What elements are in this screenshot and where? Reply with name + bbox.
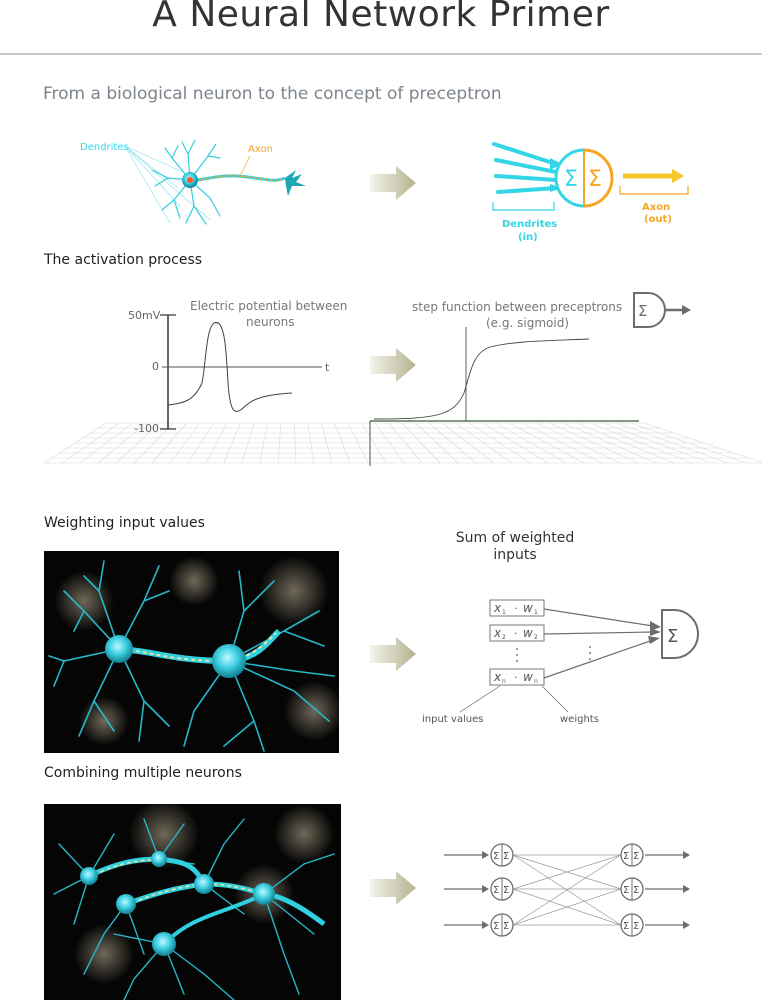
step-label-line2: (e.g. sigmoid) [486, 316, 569, 330]
input-values-label: input values [422, 714, 483, 725]
multiply-dot: · [514, 602, 518, 615]
dendrites-label: Dendrites [80, 142, 129, 153]
network-arrow [444, 921, 489, 929]
y-label-bottom: -100 [134, 422, 159, 435]
y-label-zero: 0 [152, 360, 159, 373]
svg-text:Σ: Σ [493, 851, 499, 862]
neuron-photo-pair [44, 551, 339, 753]
sum-node [661, 609, 699, 659]
svg-text:Σ: Σ [493, 885, 499, 896]
activation-heading: The activation process [44, 252, 203, 268]
network-arrow [645, 851, 690, 859]
potential-label-line1: Electric potential between [190, 299, 347, 313]
svg-text:Σ: Σ [638, 302, 647, 320]
weight-w-subscript: 1 [534, 609, 538, 616]
perceptron-axon-sub: (out) [644, 214, 672, 225]
sigma-activation: Σ [588, 167, 602, 192]
page-subtitle: From a biological neuron to the concept … [43, 84, 502, 104]
svg-text:Σ: Σ [623, 851, 629, 862]
multiply-dot: · [514, 627, 518, 640]
weight-w-subscript: n [534, 678, 538, 685]
weight-w: w [523, 626, 533, 640]
multiply-dot: · [514, 671, 518, 684]
sigmoid-curve [373, 338, 590, 420]
svg-text:Σ: Σ [493, 921, 499, 932]
biological-neuron-illustration: Dendrites Axon [80, 139, 306, 225]
svg-text:Σ: Σ [667, 626, 678, 647]
combining-heading: Combining multiple neurons [44, 765, 242, 781]
network-arrow [444, 885, 489, 893]
title-divider [0, 53, 762, 55]
weight-w-subscript: 2 [534, 634, 538, 641]
svg-text:Σ: Σ [503, 921, 509, 932]
activation-graph: 50mV 0 -100 t Electric potential between… [44, 292, 762, 466]
input-x-subscript: 1 [502, 609, 506, 616]
svg-text:Σ: Σ [633, 851, 639, 862]
svg-text:Σ: Σ [633, 921, 639, 932]
svg-text:Σ: Σ [623, 885, 629, 896]
x-axis-label: t [325, 361, 330, 374]
network-arrow [645, 921, 690, 929]
mini-perceptron-icon [633, 292, 666, 328]
input-x: x [493, 601, 502, 615]
network-arrow [645, 885, 690, 893]
page-title: A Neural Network Primer [152, 0, 610, 35]
potential-label-line2: neurons [246, 315, 294, 329]
sum-heading: Sum of weighted inputs [455, 530, 575, 563]
weight-w: w [523, 670, 533, 684]
big-arrow-3 [370, 637, 416, 671]
y-label-top: 50mV [128, 309, 161, 322]
svg-text:Σ: Σ [623, 921, 629, 932]
axon-label: Axon [248, 144, 273, 155]
perceptron-diagram: Σ Σ Dendrites (in) Axon (out) [492, 142, 689, 243]
weight-w: w [523, 601, 533, 615]
sigma-sum: Σ [564, 167, 578, 192]
input-x-subscript: 2 [502, 634, 506, 641]
weighting-heading: Weighting input values [44, 515, 205, 531]
input-x: x [493, 626, 502, 640]
perceptron-axon-label: Axon [642, 202, 670, 213]
network-arrow [444, 851, 489, 859]
svg-text:Σ: Σ [633, 885, 639, 896]
big-arrow-4 [370, 871, 416, 905]
perceptron-dendrites-sub: (in) [518, 232, 538, 243]
big-arrow-1 [370, 166, 416, 200]
svg-text:Σ: Σ [503, 885, 509, 896]
perspective-grid [44, 422, 762, 464]
neuron-photo-network [44, 804, 341, 1000]
action-potential-curve [167, 322, 293, 412]
step-label-line1: step function between preceptrons [412, 300, 622, 314]
perceptron-dendrites-label: Dendrites [502, 219, 557, 230]
input-x: x [493, 670, 502, 684]
input-x-subscript: n [502, 678, 506, 685]
big-arrow-2 [370, 348, 416, 382]
weights-label: weights [560, 714, 599, 725]
svg-text:Σ: Σ [503, 851, 509, 862]
